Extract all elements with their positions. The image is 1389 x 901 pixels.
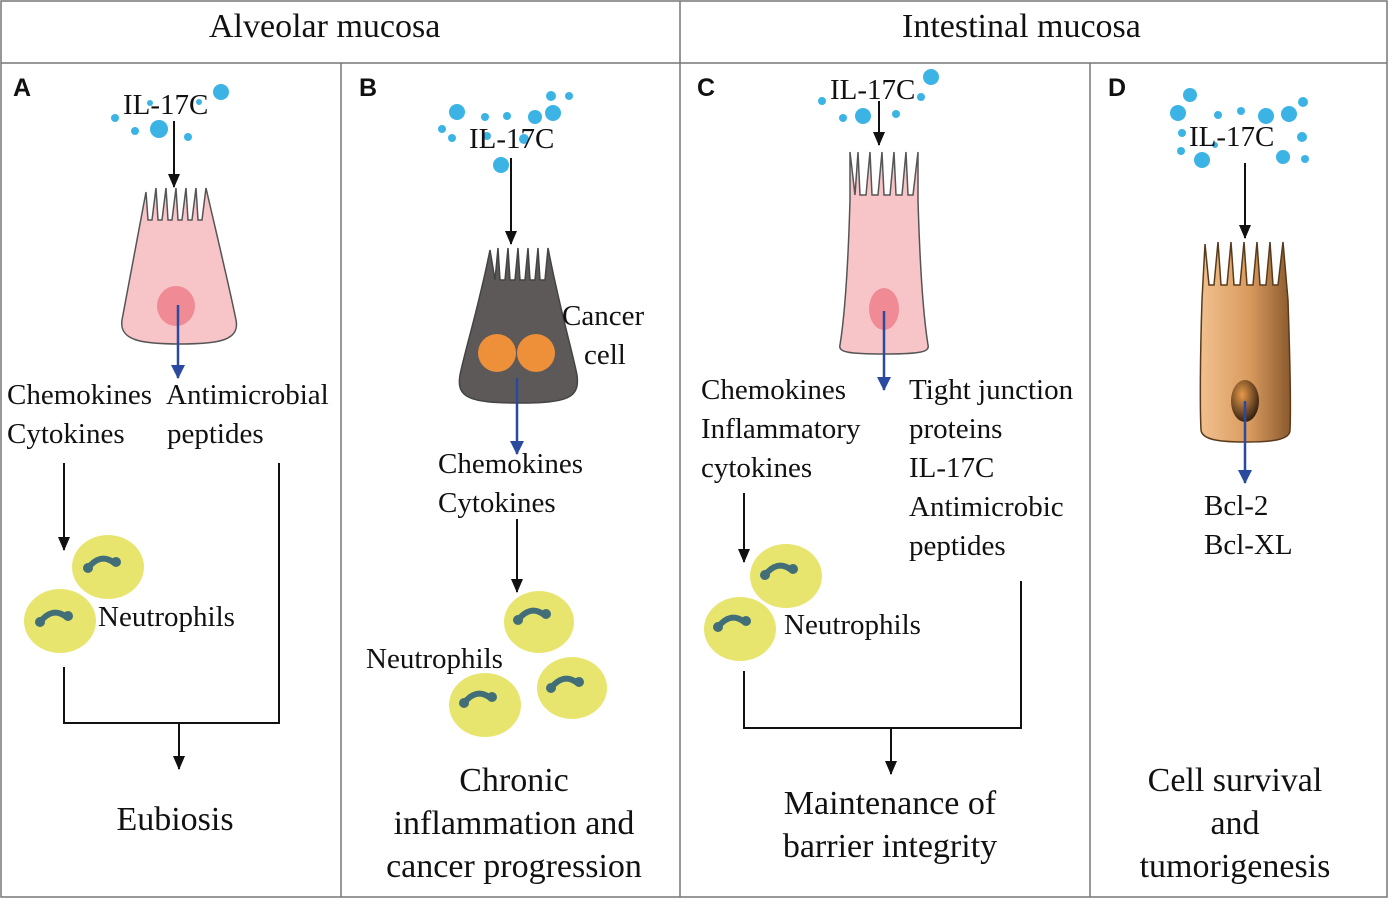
panel-a-letter: A [13, 74, 32, 102]
panel-a-signal-dots [111, 84, 229, 141]
panel-c-neutrophil [704, 597, 776, 661]
panel-c-epithelial-cell [839, 151, 929, 355]
panel-c-letter: C [697, 74, 716, 102]
panel-b-neutrophil [504, 591, 574, 653]
panel-c-signal-dots [818, 69, 939, 124]
panel-a-merge-lines [63, 463, 280, 724]
intestinal-mucosa-header: Intestinal mucosa [902, 8, 1141, 45]
panel-a-neutrophil [24, 589, 96, 653]
panel-b-neutrophil [449, 673, 521, 737]
panel-c-merge-lines [743, 581, 1022, 729]
panel-d-signal-dots [1170, 88, 1309, 168]
panel-b-cancer-cell [458, 247, 579, 404]
panel-b-neutrophils-label: Neutrophils [366, 643, 503, 675]
panel-a-neutrophil [72, 535, 144, 599]
panel-c-signal-label: IL-17C [830, 74, 916, 106]
panel-b-letter: B [359, 74, 378, 102]
alveolar-mucosa-header: Alveolar mucosa [209, 8, 441, 45]
panel-b-neutrophil [537, 657, 607, 719]
panel-a-signal-label: IL-17C [123, 89, 209, 121]
panel-a-neutrophils-label: Neutrophils [98, 601, 235, 633]
panel-b-signal-dots [438, 91, 573, 173]
panel-b-signal-label: IL-17C [469, 123, 555, 155]
panel-a-epithelial-cell [121, 187, 238, 345]
panel-a-outcome: Eubiosis [116, 801, 234, 838]
panel-d-letter: D [1108, 74, 1127, 102]
panel-d-signal-label: IL-17C [1189, 121, 1275, 153]
panel-c-neutrophil [750, 544, 822, 608]
panel-c-neutrophils-label: Neutrophils [784, 609, 921, 641]
